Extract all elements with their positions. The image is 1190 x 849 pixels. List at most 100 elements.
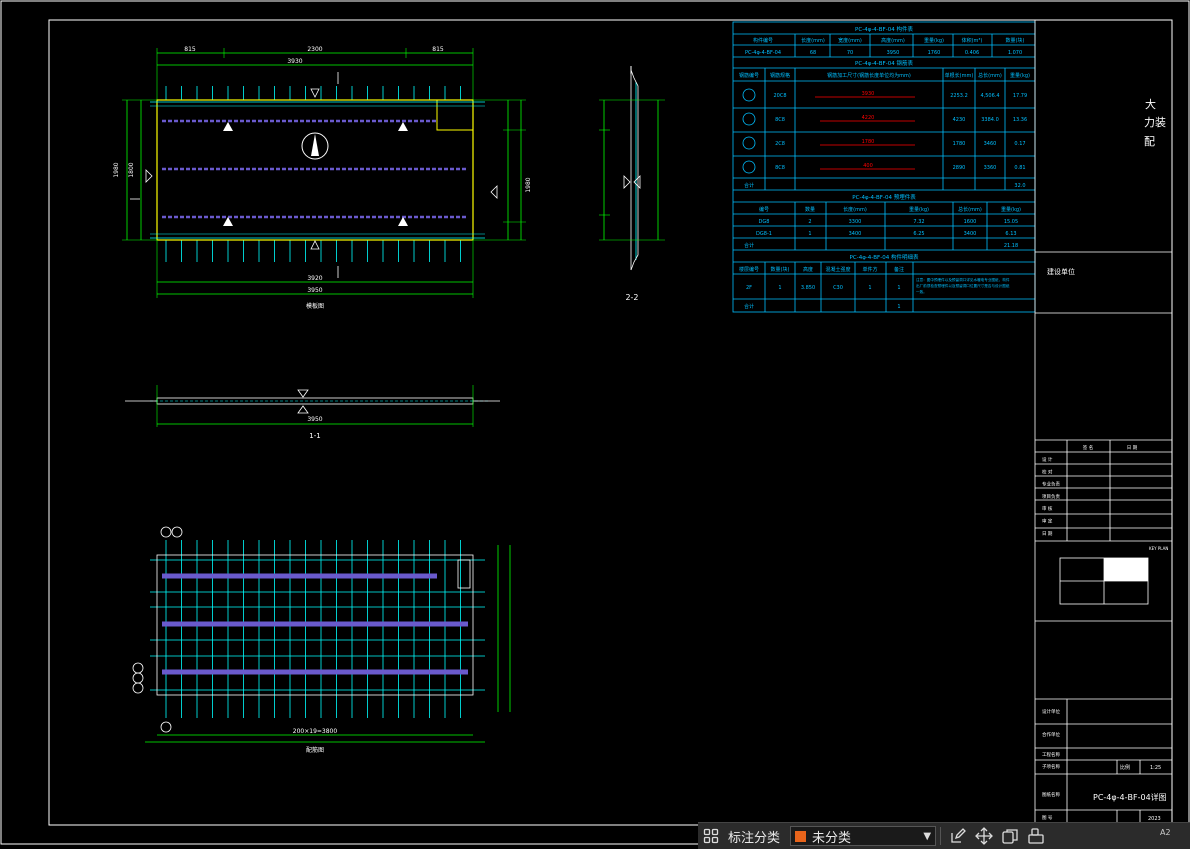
- t2-row2-2: 3460: [984, 141, 997, 147]
- t2-row3-0: 8C8: [775, 165, 785, 171]
- grid-icon[interactable]: [698, 823, 724, 849]
- t1-header-0: 构件编号: [753, 37, 773, 44]
- t3-total-0: 合计: [744, 242, 754, 249]
- side-note-1: 大: [1145, 97, 1156, 111]
- t2-header-5: 重量(kg): [1010, 72, 1030, 79]
- layers-icon[interactable]: [1023, 823, 1049, 849]
- t4-row-5: 1: [897, 285, 900, 291]
- t3-header-0: 编号: [759, 206, 769, 213]
- t3-header-4: 总长(mm): [958, 206, 982, 213]
- t2-header-1: 钢筋规格: [770, 72, 790, 79]
- t2-row1-2: 3384.0: [981, 117, 999, 123]
- title-block: [1034, 20, 1172, 825]
- t3-header-5: 重量(kg): [1001, 206, 1021, 213]
- t3-header-2: 长度(mm): [843, 206, 867, 213]
- tb-row-6: 日 期: [1042, 531, 1053, 537]
- side-note-2: 力装: [1144, 116, 1166, 129]
- t3-title: PC-4φ-4-BF-04 预埋件表: [852, 193, 916, 201]
- side-note-3: 配: [1144, 135, 1155, 148]
- tb-keyplan-label: KEY PLAN: [1149, 546, 1168, 551]
- edit-icon[interactable]: [945, 823, 971, 849]
- plan-dim-top-total: 3930: [287, 58, 302, 65]
- t1-cell-2: 70: [847, 50, 853, 56]
- t3-row1-2: 3400: [849, 231, 862, 237]
- t2-header-0: 钢筋编号: [739, 72, 759, 79]
- tb-bottom-1: 合作单位: [1042, 731, 1060, 738]
- t2-row2-1: 1780: [953, 141, 966, 147]
- t4-header-3: 混凝土强度: [825, 266, 850, 273]
- t4-header-4: 单件方: [862, 266, 877, 273]
- t1-cell-5: 0.406: [965, 50, 979, 56]
- t4-row-1: 1: [778, 285, 781, 291]
- t2-total-1: 32.0: [1014, 183, 1025, 189]
- plan-view: 815 2300 815 3930 1980: [113, 46, 532, 310]
- t2-header-2: 钢筋加工尺寸(钢筋长度单位均为mm): [827, 72, 911, 79]
- section-1-1: 3950 1-1: [125, 385, 500, 440]
- tb-unit-label: 建设单位: [1047, 267, 1075, 276]
- t1-cell-6: 1.070: [1008, 50, 1022, 56]
- t2-shape-4: 400: [863, 163, 873, 169]
- rebar-view-label: 配筋图: [306, 746, 324, 754]
- tb-bottom-2: 工程名称: [1042, 751, 1060, 758]
- plan-dim-top-3: 815: [432, 46, 444, 53]
- t2-row2-3: 0.17: [1014, 141, 1025, 147]
- t3-header-3: 重量(kg): [909, 206, 929, 213]
- section-2-2-label: 2-2: [625, 293, 638, 302]
- t3-row1-0: DG8-1: [756, 231, 772, 237]
- t2-row1-1: 4230: [953, 117, 966, 123]
- t4-row-2: 3.850: [801, 285, 815, 291]
- rebar-view: 200×19=3800 配筋图: [132, 526, 511, 754]
- t4-note: 注意：图中预埋件以及预留洞口详见水暖电专业图纸，构件出厂前须检查预埋件以及预留洞…: [916, 277, 1010, 294]
- t4-total-1: 1: [897, 304, 900, 310]
- t3-row0-5: 15.05: [1004, 219, 1018, 225]
- t2-title: PC-4φ-4-BF-04 钢筋表: [855, 59, 913, 67]
- plan-plate-outline: [156, 99, 474, 241]
- t2-row1-3: 13.36: [1013, 117, 1027, 123]
- t4-row-3: C30: [833, 285, 843, 291]
- t1-cell-3: 3950: [887, 50, 900, 56]
- t4-row-4: 1: [868, 285, 871, 291]
- tb-scale-label: 比例: [1120, 764, 1130, 771]
- category-select[interactable]: 未分类 ▼: [790, 826, 937, 846]
- section-1-1-label: 1-1: [309, 432, 320, 440]
- t1-header-4: 重量(kg): [924, 37, 944, 44]
- t4-total-0: 合计: [744, 303, 754, 310]
- t1-cell-4: 1760: [928, 50, 941, 56]
- section-1-1-dim: 3950: [307, 416, 322, 423]
- t2-row0-3: 17.79: [1013, 93, 1027, 99]
- sheet-size-mark: A2: [1160, 828, 1171, 837]
- category-label: 标注分类: [728, 830, 781, 846]
- t3-row1-5: 6.13: [1005, 231, 1016, 237]
- t1-header-6: 数量(块): [1006, 37, 1025, 44]
- tb-row-4: 审 核: [1042, 505, 1053, 512]
- t2-row0-2: 4,506.4: [980, 93, 999, 99]
- t2-row3-1: 2890: [953, 165, 966, 171]
- plan-dim-right: 1980: [525, 177, 532, 192]
- t1-cell-0: PC-4φ-4-BF-04: [745, 50, 781, 56]
- tb-bottom-0: 设计单位: [1042, 708, 1060, 715]
- plan-view-label: 模板图: [306, 302, 324, 310]
- t1-header-5: 体积(m³): [962, 37, 983, 44]
- toolbar-divider: [940, 827, 942, 845]
- tb-year: 2023: [1148, 816, 1161, 822]
- t4-row-0: 2F: [746, 285, 752, 291]
- t4-header-1: 数量(块): [771, 266, 790, 273]
- t2-header-4: 总长(mm): [978, 72, 1002, 79]
- tb-header-1: 日 期: [1127, 445, 1138, 451]
- t2-row3-3: 0.81: [1014, 165, 1025, 171]
- t3-row0-1: 2: [808, 219, 811, 225]
- chevron-down-icon: ▼: [923, 830, 932, 842]
- t2-shape-1: 3930: [862, 91, 875, 97]
- t1-cell-1: 68: [810, 50, 816, 56]
- tb-row-1: 校 对: [1042, 468, 1053, 475]
- copy-icon[interactable]: [997, 823, 1023, 849]
- t2-header-3: 单根长(mm): [945, 72, 974, 79]
- t4-header-5: 备注: [894, 266, 904, 273]
- move-icon[interactable]: [971, 823, 997, 849]
- plan-dim-total: 3950: [307, 287, 322, 294]
- tb-drawing-name: PC-4φ-4-BF-04详图: [1093, 792, 1167, 802]
- tb-row-3: 项目负责: [1042, 493, 1060, 500]
- sheet-inner-frame: [48, 19, 1173, 826]
